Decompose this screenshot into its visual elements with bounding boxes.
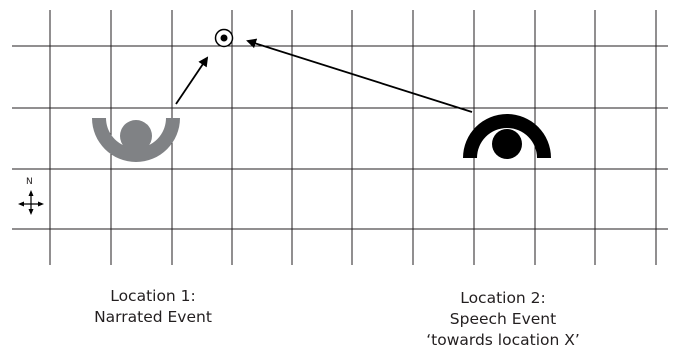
target-location-icon [214,28,234,48]
direction-arrow-speech [246,38,473,113]
compass-north-icon [18,190,44,215]
location-1-title: Location 1: [110,287,196,305]
location-2-direction: ‘towards location X’ [426,331,580,349]
location-2-caption: Location 2: Speech Event ‘towards locati… [408,288,598,351]
location-1-event: Narrated Event [94,308,212,326]
location-2-event: Speech Event [449,310,557,328]
direction-arrow-narrated [175,56,209,105]
listener-grey-icon [92,118,180,162]
compass-north-label: N [26,177,33,187]
location-2-title: Location 2: [460,289,546,307]
location-1-caption: Location 1: Narrated Event [78,286,228,328]
speaker-black-icon [463,114,551,159]
